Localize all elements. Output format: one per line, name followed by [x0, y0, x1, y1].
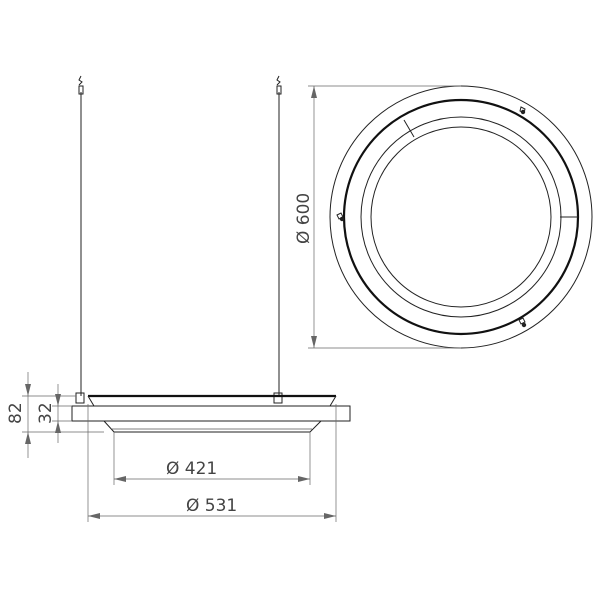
outer-circle	[329, 85, 593, 349]
dimension-label-diffuser-diameter: Ø 421	[166, 459, 217, 479]
inner-ring-circle	[360, 116, 562, 318]
diffuser	[103, 420, 322, 433]
cable-fixing-left	[75, 392, 85, 404]
fixing-point-left-icon	[336, 212, 345, 222]
side-view	[71, 75, 351, 433]
dimension-label-outer-diameter: Ø 600	[294, 193, 314, 244]
ceiling-hook-right-icon	[276, 75, 282, 95]
dimension-ring-diameter: Ø 531	[87, 404, 337, 522]
fixing-point-top-icon	[519, 106, 526, 115]
dimension-ring-height: 32	[36, 384, 72, 443]
dimension-label-total-height: 82	[6, 402, 26, 424]
cable-fixing-right	[273, 392, 283, 404]
ceiling-hook-left-icon	[78, 75, 84, 95]
ring-joint-top	[403, 119, 415, 138]
top-view	[329, 85, 593, 349]
top-plate-bevel	[87, 395, 337, 407]
ring-body	[71, 405, 351, 422]
dimension-diffuser-diameter: Ø 421	[113, 432, 311, 485]
diffuser-circle	[370, 126, 552, 308]
dimension-total-height: 82	[6, 372, 104, 458]
dimension-outer-diameter: Ø 600	[294, 85, 461, 349]
fixing-point-bottom-icon	[518, 317, 527, 328]
ring-circle	[342, 98, 580, 336]
dimension-label-ring-diameter: Ø 531	[186, 496, 237, 516]
dimension-label-ring-height: 32	[36, 402, 56, 424]
